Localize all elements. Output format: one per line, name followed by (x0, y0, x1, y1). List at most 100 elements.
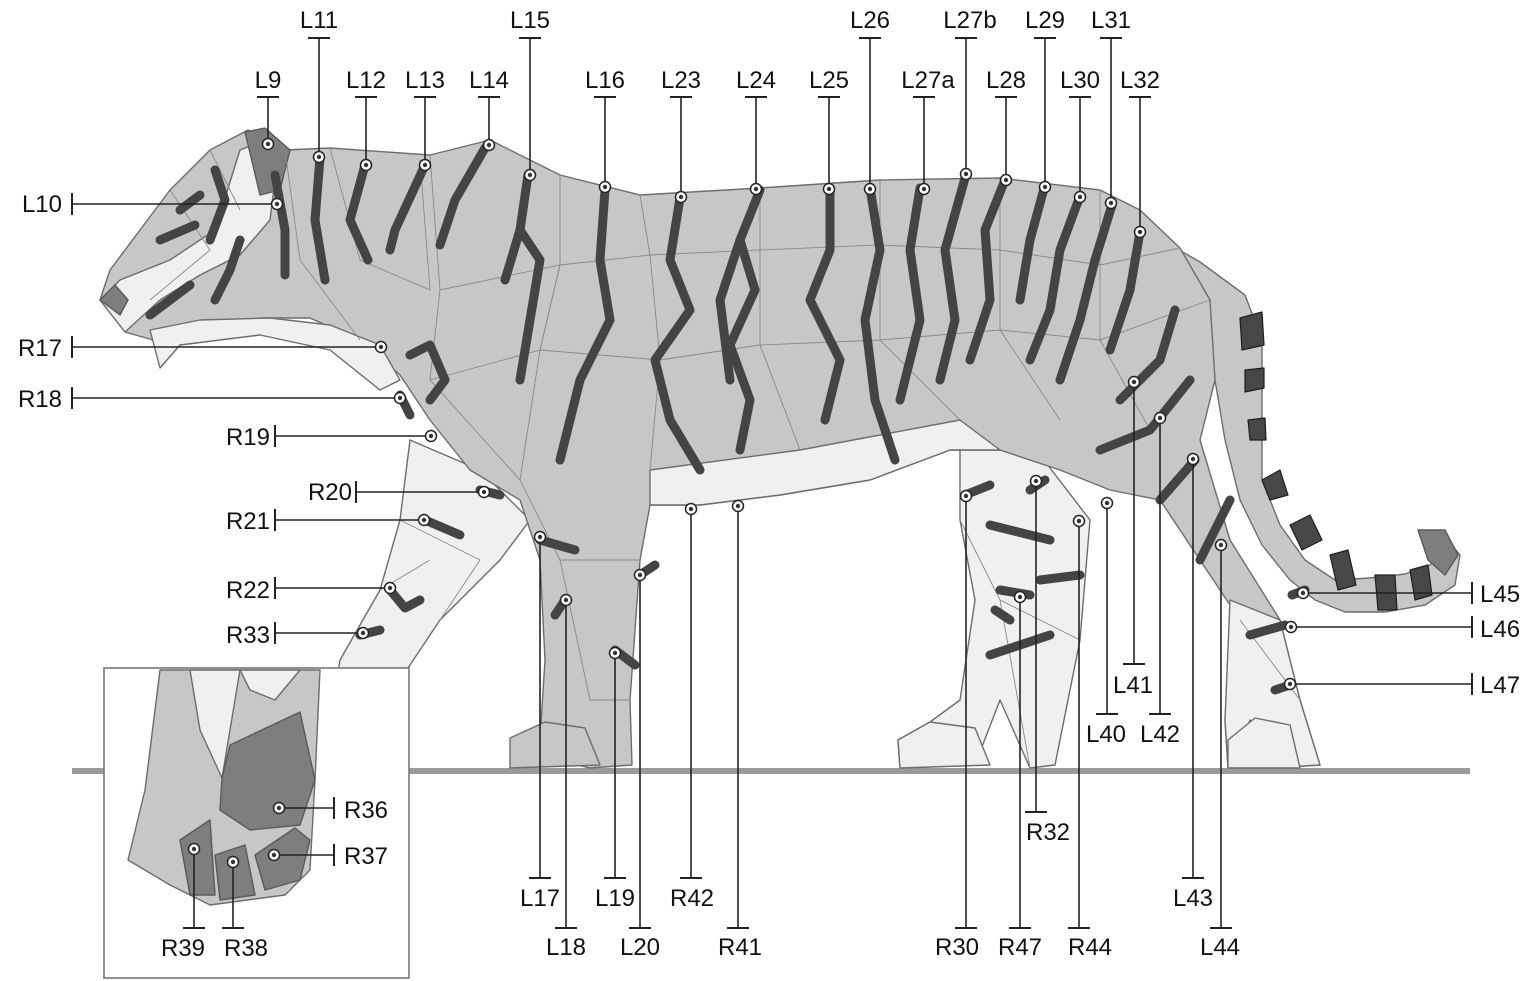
label-R19: R19 (226, 424, 270, 451)
label-L28: L28 (986, 67, 1026, 94)
label-R21: R21 (226, 508, 270, 535)
marker-dot-L28 (1004, 178, 1008, 182)
marker-dot-L13 (423, 163, 427, 167)
marker-dot-L11 (317, 155, 321, 159)
tail-stripe (1245, 368, 1264, 392)
tail-stripe (1240, 312, 1264, 350)
label-L30: L30 (1060, 67, 1100, 94)
marker-dot-L45 (1301, 591, 1305, 595)
marker-dot-L15 (528, 173, 532, 177)
label-R20: R20 (308, 479, 352, 506)
marker-dot-L31 (1109, 201, 1113, 205)
marker-dot-L40 (1105, 501, 1109, 505)
marker-dot-R30 (964, 494, 968, 498)
marker-dot-R37 (272, 853, 276, 857)
marker-dot-L16 (603, 185, 607, 189)
label-L44: L44 (1200, 934, 1240, 961)
marker-dot-R32 (1034, 479, 1038, 483)
marker-dot-R36 (277, 806, 281, 810)
marker-dot-L29 (1043, 185, 1047, 189)
marker-dot-L24 (754, 187, 758, 191)
label-L23: L23 (661, 67, 701, 94)
label-R18: R18 (18, 386, 62, 413)
label-L15: L15 (510, 7, 550, 34)
label-L40: L40 (1086, 721, 1126, 748)
marker-dot-L14 (487, 143, 491, 147)
label-L32: L32 (1120, 67, 1160, 94)
label-L13: L13 (405, 67, 445, 94)
marker-dot-R17 (379, 345, 383, 349)
label-R32: R32 (1026, 819, 1070, 846)
label-R33: R33 (226, 622, 270, 649)
marker-dot-L20 (638, 573, 642, 577)
marker-dot-R42 (689, 507, 693, 511)
label-L42: L42 (1140, 721, 1180, 748)
label-L18: L18 (546, 934, 586, 961)
label-L26: L26 (850, 7, 890, 34)
marker-dot-L10 (275, 202, 279, 206)
marker-dot-L19 (613, 651, 617, 655)
marker-dot-L27b (964, 172, 968, 176)
marker-dot-L32 (1138, 230, 1142, 234)
label-L19: L19 (595, 885, 635, 912)
marker-dot-R22 (388, 586, 392, 590)
label-R37: R37 (344, 843, 388, 870)
marker-dot-R33 (361, 631, 365, 635)
marker-dot-L47 (1288, 682, 1292, 686)
label-L31: L31 (1091, 7, 1131, 34)
label-L46: L46 (1480, 616, 1520, 643)
marker-dot-R18 (398, 396, 402, 400)
marker-dot-L9 (266, 142, 270, 146)
marker-dot-R20 (482, 490, 486, 494)
marker-dot-L42 (1158, 416, 1162, 420)
marker-dot-R44 (1077, 519, 1081, 523)
marker-dot-L18 (564, 598, 568, 602)
label-R17: R17 (18, 335, 62, 362)
marker-dot-L46 (1289, 625, 1293, 629)
label-L43: L43 (1173, 885, 1213, 912)
marker-dot-L44 (1219, 543, 1223, 547)
label-L11: L11 (300, 7, 338, 34)
label-R44: R44 (1068, 934, 1112, 961)
marker-dot-L43 (1191, 457, 1195, 461)
label-L20: L20 (620, 934, 660, 961)
label-L41: L41 (1113, 672, 1153, 699)
marker-dot-R39 (192, 847, 196, 851)
label-R41: R41 (718, 934, 762, 961)
label-L17: L17 (520, 885, 560, 912)
label-L27b: L27b (943, 7, 996, 34)
marker-dot-R19 (429, 434, 433, 438)
label-R38: R38 (224, 935, 268, 962)
marker-dot-L25 (827, 187, 831, 191)
marker-dot-L12 (364, 163, 368, 167)
label-R42: R42 (670, 885, 714, 912)
marker-dot-L17 (538, 535, 542, 539)
marker-dot-L30 (1078, 195, 1082, 199)
marker-dot-L41 (1132, 380, 1136, 384)
label-L12: L12 (346, 67, 386, 94)
marker-dot-L23 (679, 195, 683, 199)
label-L45: L45 (1480, 581, 1520, 608)
marker-dot-R47 (1018, 595, 1022, 599)
label-R47: R47 (998, 934, 1042, 961)
label-R22: R22 (226, 577, 270, 604)
label-L9: L9 (255, 67, 282, 94)
label-L14: L14 (469, 67, 509, 94)
marker-dot-R41 (736, 504, 740, 508)
marker-dot-L26 (868, 187, 872, 191)
label-L16: L16 (585, 67, 625, 94)
label-L29: L29 (1025, 7, 1065, 34)
tail-stripe (1248, 418, 1266, 440)
label-L25: L25 (809, 67, 849, 94)
label-R30: R30 (935, 934, 979, 961)
label-L24: L24 (736, 67, 776, 94)
label-L10: L10 (22, 191, 62, 218)
label-L27a: L27a (901, 67, 955, 94)
label-L47: L47 (1480, 672, 1520, 699)
label-R36: R36 (344, 797, 388, 824)
marker-dot-R21 (422, 518, 426, 522)
marker-dot-R38 (231, 860, 235, 864)
marker-dot-L27a (922, 187, 926, 191)
label-R39: R39 (161, 935, 205, 962)
